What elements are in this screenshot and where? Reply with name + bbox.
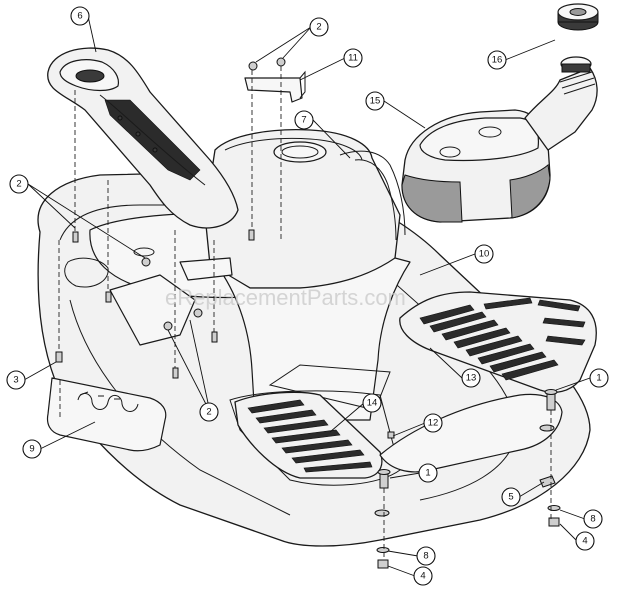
svg-text:8: 8 <box>590 514 595 525</box>
svg-text:4: 4 <box>420 571 425 582</box>
svg-text:6: 6 <box>77 11 82 22</box>
tank-vent-2 <box>478 126 502 138</box>
callout-13: 13 <box>461 368 481 388</box>
tank-dark-band-2 <box>509 164 551 219</box>
left-mat-treads <box>247 399 373 473</box>
center-tunnel <box>219 257 411 421</box>
svg-text:2: 2 <box>206 407 211 418</box>
svg-text:2: 2 <box>316 22 321 33</box>
callout-9: 9 <box>22 439 42 459</box>
right-mat-treads <box>419 297 586 381</box>
fuel-cap-center <box>569 8 587 16</box>
console-shroud-2 <box>354 159 397 241</box>
svg-text:1: 1 <box>596 373 601 384</box>
callout-1: 1 <box>589 368 609 388</box>
callout-15: 15 <box>365 91 385 111</box>
callout-12: 12 <box>423 413 443 433</box>
callout-8: 8 <box>416 546 436 566</box>
shift-bracket <box>109 274 196 346</box>
callout-8: 8 <box>583 509 603 529</box>
svg-text:16: 16 <box>492 55 503 66</box>
callout-5: 5 <box>501 487 521 507</box>
assembly-lines <box>58 66 552 560</box>
console-switch-3 <box>152 147 158 153</box>
watermark: eReplacementParts.com <box>165 285 406 310</box>
console-cup-ring <box>273 141 327 163</box>
callout-2: 2 <box>199 402 219 422</box>
svg-text:3: 3 <box>13 375 18 386</box>
hardware-top <box>55 57 395 439</box>
plate-9-slots-2 <box>79 391 120 400</box>
svg-text:10: 10 <box>479 249 490 260</box>
svg-text:2: 2 <box>16 179 21 190</box>
callout-3: 3 <box>6 370 26 390</box>
callout-10: 10 <box>474 244 494 264</box>
svg-text:8: 8 <box>423 551 428 562</box>
callout-6: 6 <box>70 6 90 26</box>
plate-9-slots <box>77 393 139 412</box>
plate-9 <box>46 377 167 452</box>
seat-pan-hole <box>64 257 109 288</box>
steering-column-hole <box>75 69 105 83</box>
svg-text:4: 4 <box>582 536 587 547</box>
tank-vent-1 <box>439 146 461 158</box>
fuel-tank-top <box>419 117 540 162</box>
svg-text:9: 9 <box>29 444 34 455</box>
seat-bracket <box>179 257 233 281</box>
svg-text:14: 14 <box>367 398 378 409</box>
console-switch-1 <box>117 115 123 121</box>
callout-4: 4 <box>575 531 595 551</box>
callout-11: 11 <box>343 48 363 68</box>
callout-14: 14 <box>362 393 382 413</box>
console-ridge <box>99 94 206 186</box>
callout-2: 2 <box>9 174 29 194</box>
console-shroud <box>339 150 406 236</box>
bracket-11 <box>244 77 303 103</box>
callout-4: 4 <box>413 566 433 586</box>
seat-pan-dimple <box>133 247 155 257</box>
svg-text:5: 5 <box>508 492 513 503</box>
hardware-front-left <box>374 469 391 569</box>
callout-7: 7 <box>294 110 314 130</box>
svg-text:11: 11 <box>348 53 358 64</box>
filler-neck-grip <box>561 63 591 73</box>
console-rim <box>224 137 363 161</box>
svg-text:15: 15 <box>370 96 381 107</box>
console-switch-2 <box>135 131 141 137</box>
callout-16: 16 <box>487 50 507 70</box>
console-cup-inner <box>281 145 319 159</box>
tank-dark-band <box>401 174 463 223</box>
tunnel-floor <box>268 364 391 411</box>
callout-2: 2 <box>309 17 329 37</box>
svg-text:12: 12 <box>428 418 439 429</box>
svg-text:1: 1 <box>425 468 430 479</box>
bracket-11-flange <box>299 70 306 99</box>
leader-lines <box>23 15 591 577</box>
filler-neck-ribs <box>559 71 596 95</box>
svg-text:13: 13 <box>466 373 477 384</box>
svg-text:7: 7 <box>301 115 306 126</box>
callout-1: 1 <box>418 463 438 483</box>
